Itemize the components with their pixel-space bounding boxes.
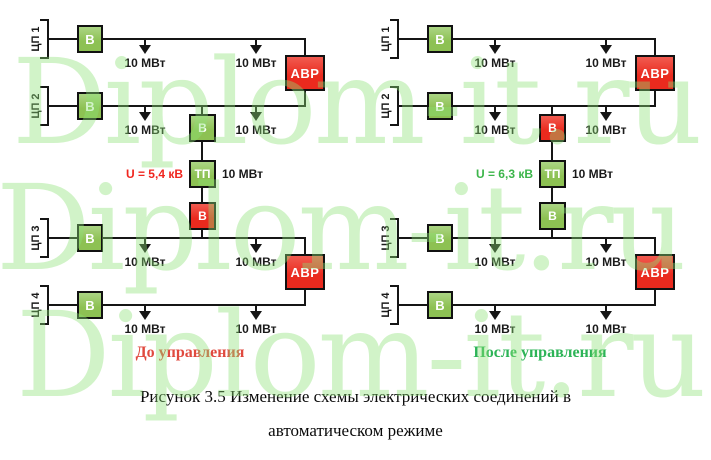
diagram-after-control: ЦП 1 В 10 МВт 10 МВт ЦП 2 В 10 МВт 10 МВ…	[350, 0, 711, 380]
figure-caption-line1: Рисунок 3.5 Изменение схемы электрически…	[139, 387, 572, 406]
bus-end-tick	[40, 256, 48, 258]
avr-box: АВР	[635, 254, 675, 290]
load-arrow	[489, 306, 501, 321]
breaker-box: В	[77, 224, 103, 252]
load-label: 10 МВт	[235, 56, 277, 70]
bus-end-tick	[40, 86, 48, 88]
bus-end-tick	[40, 218, 48, 220]
bus-end-tick	[40, 323, 48, 325]
bus-end-tick	[390, 57, 398, 59]
load-label: 10 МВт	[585, 322, 627, 336]
transformer-box: ТП	[189, 160, 216, 188]
bus-label-cp1: ЦП 1	[380, 26, 392, 52]
bus-label-cp1: ЦП 1	[30, 26, 42, 52]
transformer-load-label: 10 МВт	[222, 167, 264, 181]
breaker-box: В	[189, 202, 216, 230]
load-label: 10 МВт	[474, 322, 516, 336]
feeder-line-cp2	[398, 105, 656, 107]
load-arrow	[139, 239, 151, 254]
feeder-line-cp4	[398, 304, 656, 306]
diagram-before-control: ЦП 1 В 10 МВт 10 МВт ЦП 2 В 10 МВт 10 МВ…	[0, 0, 361, 380]
status-label-after: После управления	[473, 344, 607, 361]
load-label: 10 МВт	[124, 255, 166, 269]
breaker-box: В	[189, 114, 216, 142]
transformer-box: ТП	[539, 160, 566, 188]
avr-box: АВР	[285, 55, 325, 91]
bus-label-cp4: ЦП 4	[30, 292, 42, 318]
load-label: 10 МВт	[474, 56, 516, 70]
load-label: 10 МВт	[124, 56, 166, 70]
breaker-box: В	[539, 202, 566, 230]
breaker-box: В	[77, 92, 103, 120]
load-label: 10 МВт	[235, 123, 277, 137]
breaker-box: В	[427, 92, 453, 120]
breaker-box: В	[427, 291, 453, 319]
load-arrow	[139, 306, 151, 321]
avr-box: АВР	[285, 254, 325, 290]
breaker-box: В	[77, 25, 103, 53]
bus-end-tick	[40, 124, 48, 126]
bus-label-cp2: ЦП 2	[30, 93, 42, 119]
feeder-line-cp3	[48, 237, 306, 239]
load-label: 10 МВт	[585, 255, 627, 269]
breaker-box: В	[427, 25, 453, 53]
load-arrow	[600, 107, 612, 122]
bus-end-tick	[390, 19, 398, 21]
feeder-line-cp1	[398, 38, 656, 40]
load-arrow	[600, 239, 612, 254]
load-arrow	[139, 107, 151, 122]
feeder-line-cp1	[48, 38, 306, 40]
voltage-label: U = 6,3 кВ	[475, 167, 533, 181]
load-label: 10 МВт	[474, 123, 516, 137]
bus-end-tick	[40, 19, 48, 21]
bus-end-tick	[40, 285, 48, 287]
load-arrow	[489, 40, 501, 55]
bus-label-cp4: ЦП 4	[380, 292, 392, 318]
load-arrow	[489, 239, 501, 254]
status-label-before: До управления	[135, 344, 245, 361]
bus-end-tick	[390, 285, 398, 287]
feeder-line-cp4	[48, 304, 306, 306]
bus-end-tick	[390, 323, 398, 325]
bus-end-tick	[390, 218, 398, 220]
voltage-label: U = 5,4 кВ	[125, 167, 183, 181]
load-arrow	[600, 306, 612, 321]
load-arrow	[250, 40, 262, 55]
figure-caption-line2: автоматическом режиме	[268, 421, 443, 440]
bus-label-cp3: ЦП 3	[30, 225, 42, 251]
load-arrow	[139, 40, 151, 55]
bus-end-tick	[390, 86, 398, 88]
load-arrow	[250, 306, 262, 321]
feeder-line-cp2	[48, 105, 306, 107]
bus-end-tick	[40, 57, 48, 59]
bus-label-cp2: ЦП 2	[380, 93, 392, 119]
load-label: 10 МВт	[124, 322, 166, 336]
load-arrow	[250, 107, 262, 122]
load-arrow	[600, 40, 612, 55]
load-label: 10 МВт	[235, 255, 277, 269]
feeder-line-cp3	[398, 237, 656, 239]
breaker-box: В	[427, 224, 453, 252]
bus-end-tick	[390, 256, 398, 258]
load-label: 10 МВт	[235, 322, 277, 336]
load-arrow	[250, 239, 262, 254]
load-label: 10 МВт	[585, 56, 627, 70]
load-label: 10 МВт	[585, 123, 627, 137]
avr-box: АВР	[635, 55, 675, 91]
load-label: 10 МВт	[474, 255, 516, 269]
load-arrow	[489, 107, 501, 122]
bus-label-cp3: ЦП 3	[380, 225, 392, 251]
breaker-box: В	[77, 291, 103, 319]
transformer-load-label: 10 МВт	[572, 167, 614, 181]
load-label: 10 МВт	[124, 123, 166, 137]
bus-end-tick	[390, 124, 398, 126]
breaker-box: В	[539, 114, 566, 142]
